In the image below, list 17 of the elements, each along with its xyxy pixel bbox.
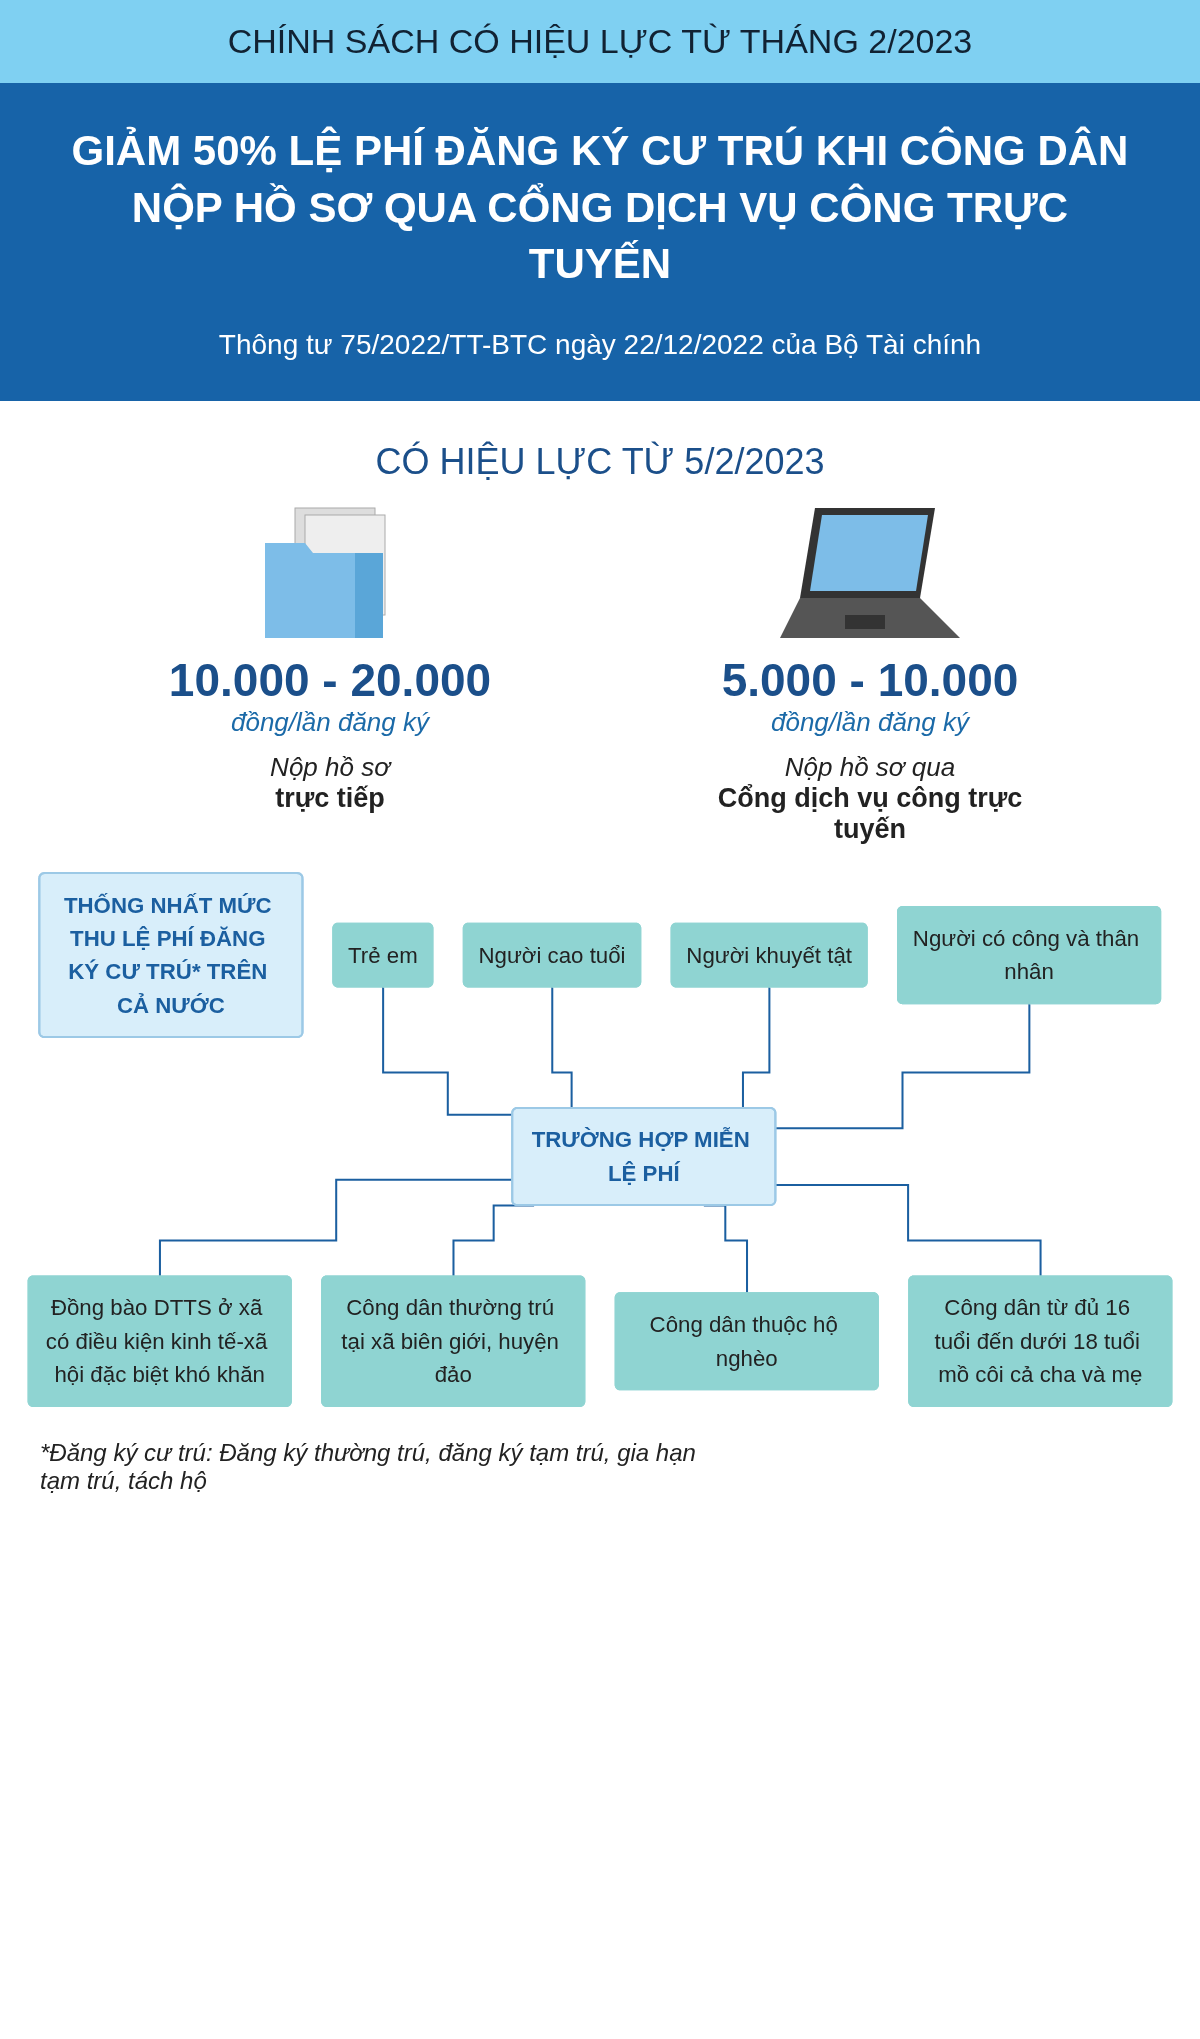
header-text: CHÍNH SÁCH CÓ HIỆU LỰC TỪ THÁNG 2/2023	[227, 22, 973, 60]
effective-date-text: CÓ HIỆU LỰC TỪ 5/2/2023	[375, 441, 825, 483]
fee-range: 5.000 - 10.000	[721, 653, 1019, 708]
connector	[158, 1178, 513, 1278]
fee-range: 10.000 - 20.000	[168, 653, 492, 708]
footnote: *Đăng ký cư trú: Đăng ký thường trú, đăng ký tạm trú, gia hạn tạm trú, tách hộ	[40, 1438, 697, 1495]
fee-unit: đồng/lần đăng ký	[770, 707, 969, 739]
fee-unit: đồng/lần đăng ký	[230, 707, 429, 739]
connector	[382, 986, 513, 1116]
method-text: Nộp hồ sơ	[270, 752, 390, 784]
title: GIẢM 50% LỆ PHÍ ĐĂNG KÝ CƯ TRÚ KHI CÔNG DÂN NỘP HỒ SƠ QUA CỔNG DỊCH VỤ CÔNG TRỰC TUYẾN	[70, 125, 1130, 290]
method-name: Cổng dịch vụ công trực tuyến	[716, 783, 1024, 846]
method-name: trực tiếp	[275, 783, 385, 815]
subtitle: Thông tư 75/2022/TT-BTC ngày 22/12/2022 của Bộ Tài chính	[217, 329, 983, 362]
method-text: Nộp hồ sơ qua	[784, 752, 956, 784]
connector	[775, 1183, 1042, 1278]
connector	[775, 1003, 1031, 1130]
